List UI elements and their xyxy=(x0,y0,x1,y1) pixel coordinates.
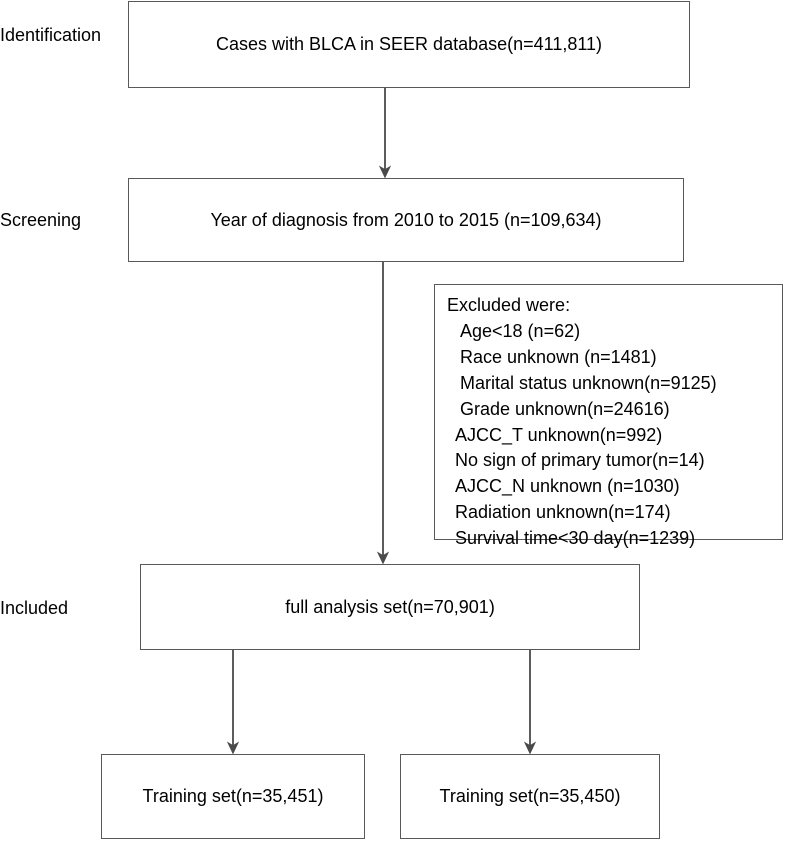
stage-label-screening: Screening xyxy=(0,210,82,230)
node-included-full-analysis-set[interactable]: full analysis set(n=70,901) xyxy=(140,564,640,650)
node-identification-cases[interactable]: Cases with BLCA in SEER database(n=411,8… xyxy=(128,1,690,88)
exclusion-item: Grade unknown(n=24616) xyxy=(460,398,670,419)
exclusion-item: Race unknown (n=1481) xyxy=(460,346,657,367)
exclusion-item: Marital status unknown(n=9125) xyxy=(460,372,717,393)
exclusion-item: AJCC_T unknown(n=992) xyxy=(455,424,663,445)
node-screening-year-label: Year of diagnosis from 2010 to 2015 (n=1… xyxy=(210,209,602,230)
node-identification-cases-label: Cases with BLCA in SEER database(n=411,8… xyxy=(215,34,603,54)
node-training-set-left[interactable]: Training set(n=35,451) xyxy=(101,754,365,839)
exclusions-box[interactable]: Excluded were: Age<18 (n=62) Race unknow… xyxy=(434,284,783,548)
node-training-set-left-label: Training set(n=35,451) xyxy=(142,786,324,806)
exclusion-item: AJCC_N unknown (n=1030) xyxy=(455,476,680,497)
node-screening-year[interactable]: Year of diagnosis from 2010 to 2015 (n=1… xyxy=(128,178,684,262)
exclusions-list: Age<18 (n=62) Race unknown (n=1481) Mari… xyxy=(447,319,772,552)
exclusion-item: No sign of primary tumor(n=14) xyxy=(455,450,705,471)
exclusion-item: Radiation unknown(n=174) xyxy=(455,502,671,523)
node-training-set-right-label: Training set(n=35,450) xyxy=(439,786,621,806)
stage-label-identification: Identification xyxy=(0,25,102,45)
node-training-set-right[interactable]: Training set(n=35,450) xyxy=(400,754,660,839)
exclusion-item: Survival time<30 day(n=1239) xyxy=(455,528,696,549)
exclusion-item: Age<18 (n=62) xyxy=(460,320,581,341)
node-included-full-analysis-set-label: full analysis set(n=70,901) xyxy=(285,596,495,617)
stage-label-included: Included xyxy=(0,598,69,618)
exclusions-title: Excluded were: xyxy=(447,295,571,315)
